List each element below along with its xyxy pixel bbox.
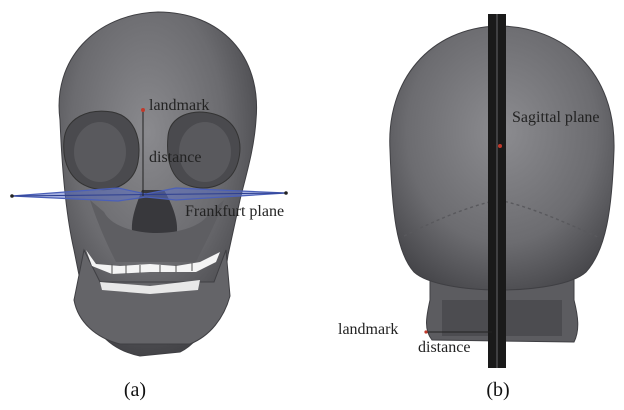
landmark-label-b: landmark <box>338 321 398 338</box>
distance-label-a: distance <box>149 149 201 166</box>
frankfurt-plane-label: Frankfurt plane <box>185 203 284 220</box>
sagittal-plane-label: Sagittal plane <box>512 109 600 126</box>
landmark-point-b <box>498 144 502 148</box>
landmark-point-a <box>141 108 145 112</box>
caption-a: (a) <box>124 379 146 401</box>
frankfurt-endpoint-right <box>284 191 288 195</box>
landmark-label-a: landmark <box>149 97 209 114</box>
panel-b: Sagittal plane landmark distance (b) <box>338 14 614 401</box>
landmark-point-b2 <box>424 330 427 333</box>
frontal-skull <box>59 12 257 356</box>
caption-b: (b) <box>486 379 509 401</box>
frankfurt-endpoint-left <box>10 194 14 198</box>
left-orbit-inner <box>74 122 126 182</box>
panel-a: landmark distance Frankfurt plane (a) <box>10 12 288 401</box>
distance-label-b: distance <box>418 339 470 356</box>
